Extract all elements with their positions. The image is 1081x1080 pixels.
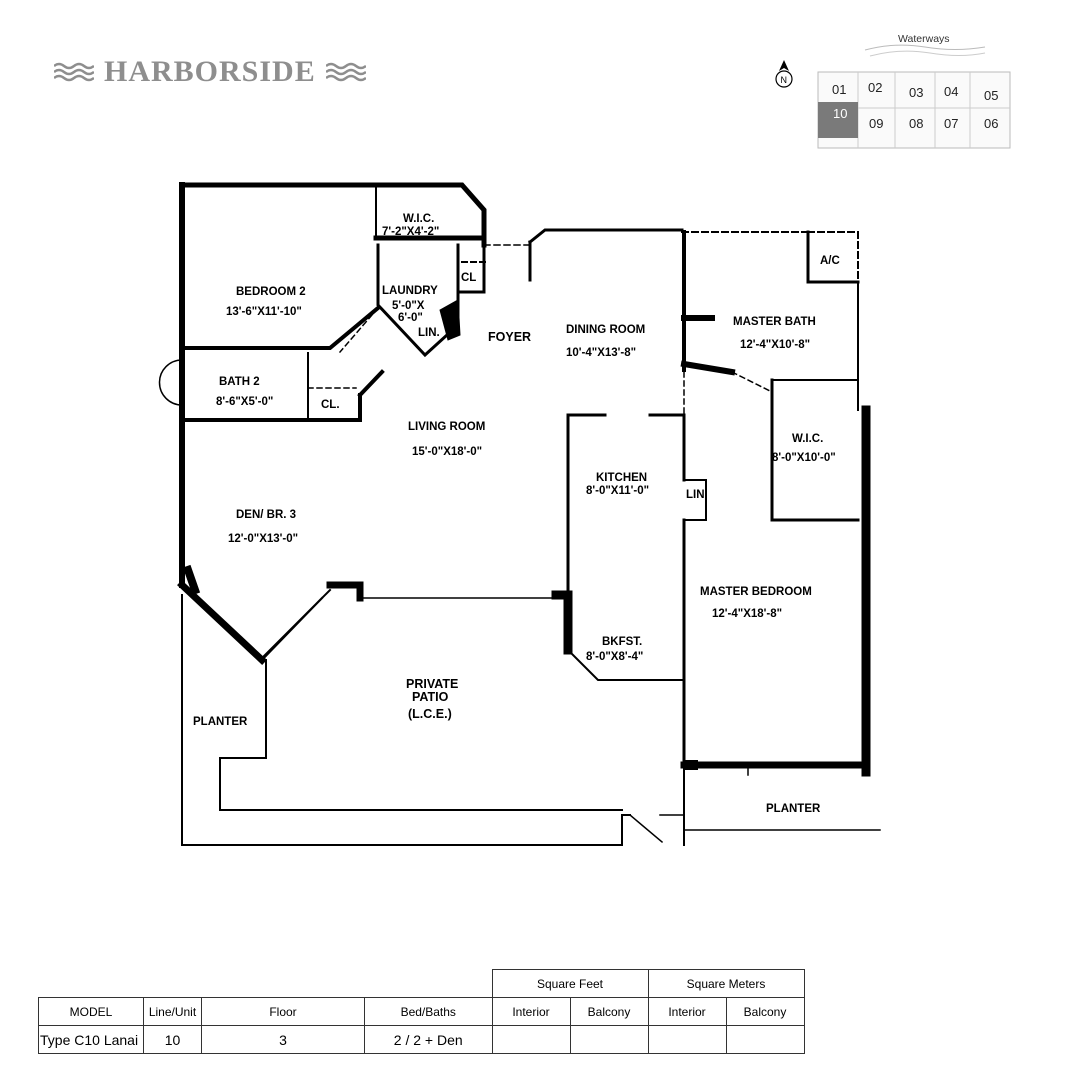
waterways-label: Waterways [898, 33, 950, 45]
bed-baths-value: 2 / 2 + Den [364, 1025, 493, 1054]
wall-bath2 [180, 393, 362, 422]
wic-master-size: 8'-0"X10'-0" [772, 452, 836, 464]
kitchen-label: KITCHEN [596, 472, 647, 484]
spec-table: Square Feet Square Meters MODEL Line/Uni… [38, 969, 805, 1054]
floor-value: 3 [201, 1025, 365, 1054]
line-unit-value: 10 [143, 1025, 202, 1054]
patio-label-2: PATIO [412, 690, 449, 704]
wall-bed2-south [180, 305, 381, 350]
brand-name: HARBORSIDE [104, 55, 316, 88]
unit-01: 01 [832, 82, 846, 97]
interior-ft-header: Interior [491, 997, 571, 1026]
bedroom2-label: BEDROOM 2 [236, 286, 306, 298]
dining-size: 10'-4"X13'-8" [566, 347, 636, 359]
key-plan: Waterways N 01 02 03 04 05 10 09 08 07 0… [775, 33, 1011, 149]
wall-dining-north [527, 228, 684, 245]
north-arrow-icon: N [775, 60, 793, 88]
unit-10: 10 [833, 106, 847, 121]
laundry-lin-label: LIN. [418, 327, 440, 339]
bath2-label: BATH 2 [219, 376, 260, 388]
planter-left-label: PLANTER [193, 716, 248, 728]
laundry-walls [376, 243, 460, 358]
laundry-cl-label: CL [461, 272, 476, 284]
patio-outline [181, 594, 623, 846]
svg-text:N: N [781, 75, 788, 85]
den-slider [326, 581, 364, 602]
master-bath-label: MASTER BATH [733, 316, 816, 328]
master-bath-size: 12'-4"X10'-8" [740, 339, 810, 351]
waves-icon-right [325, 62, 366, 82]
unit-05: 05 [984, 88, 998, 103]
square-meters-header: Square Meters [647, 969, 805, 998]
square-feet-header: Square Feet [491, 969, 649, 998]
interior-m-value [647, 1025, 727, 1054]
patio-label-3: (L.C.E.) [408, 707, 452, 721]
laundry-size-1: 5'-0"X [392, 300, 425, 312]
unit-07: 07 [944, 116, 958, 131]
wic-top-size: 7'-2"X4'-2" [382, 226, 439, 238]
laundry-size-2: 6'-0" [398, 312, 423, 324]
master-bedroom-label: MASTER BEDROOM [700, 586, 812, 598]
highlighted-unit [818, 102, 858, 138]
unit-04: 04 [944, 84, 958, 99]
waves-icon-left [54, 62, 94, 82]
ac-label: A/C [820, 255, 840, 267]
balcony-m-value [725, 1025, 805, 1054]
bkfst-label: BKFST. [602, 636, 642, 648]
den-size: 12'-0"X13'-0" [228, 533, 298, 545]
living-size: 15'-0"X18'-0" [412, 446, 482, 458]
unit-08: 08 [909, 116, 923, 131]
wall-north-bedroom [179, 182, 487, 248]
model-value: Type C10 Lanai [38, 1025, 144, 1054]
laundry-label: LAUNDRY [382, 285, 438, 297]
unit-02: 02 [868, 80, 882, 95]
bath2-cl-label: CL. [321, 399, 340, 411]
wic-master-label: W.I.C. [792, 433, 823, 445]
balcony-ft-header: Balcony [569, 997, 649, 1026]
model-header: MODEL [38, 997, 144, 1026]
living-label: LIVING ROOM [408, 421, 485, 433]
bkfst-size: 8'-0"X8'-4" [586, 651, 643, 663]
balcony-ft-value [569, 1025, 649, 1054]
master-bedroom-size: 12'-4"X18'-8" [712, 608, 782, 620]
unit-03: 03 [909, 85, 923, 100]
kitchen-walls [566, 413, 607, 652]
kitchen-lin-label: LIN. [686, 489, 708, 501]
planter-right-label: PLANTER [766, 803, 821, 815]
interior-m-header: Interior [647, 997, 727, 1026]
brand-header: HARBORSIDE [54, 52, 366, 92]
foyer-label: FOYER [488, 330, 531, 344]
bedroom2-size: 13'-6"X11'-10" [226, 306, 302, 318]
unit-09: 09 [869, 116, 883, 131]
floor-header: Floor [201, 997, 365, 1026]
den-label: DEN/ BR. 3 [236, 509, 296, 521]
patio-label-1: PRIVATE [406, 677, 458, 691]
laundry-door-fill [439, 299, 461, 341]
wic-top-label: W.I.C. [403, 213, 434, 225]
kitchen-size: 8'-0"X11'-0" [586, 485, 649, 497]
unit-06: 06 [984, 116, 998, 131]
bath2-size: 8'-6"X5'-0" [216, 396, 273, 408]
interior-ft-value [491, 1025, 571, 1054]
line-unit-header: Line/Unit [143, 997, 202, 1026]
balcony-m-header: Balcony [725, 997, 805, 1026]
bed-baths-header: Bed/Baths [364, 997, 493, 1026]
dining-label: DINING ROOM [566, 324, 645, 336]
